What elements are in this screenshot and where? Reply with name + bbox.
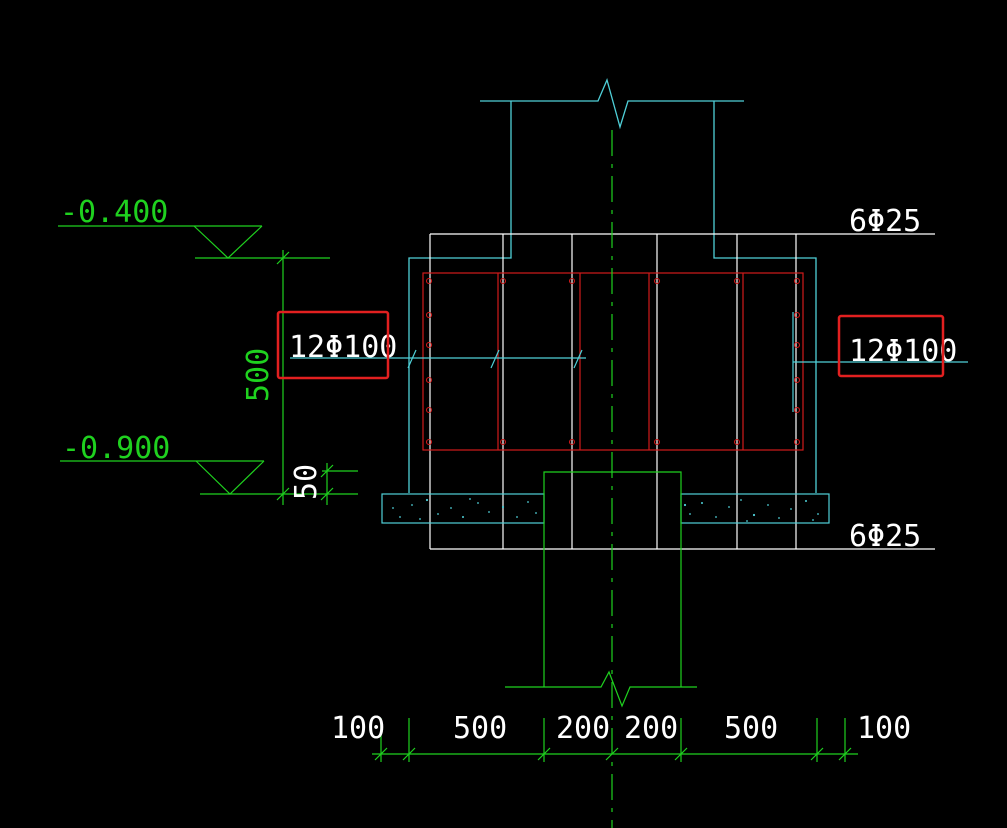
highlight-box-right	[837, 314, 945, 378]
elevation-label-bottom: -0.900	[62, 431, 170, 466]
dimension-label: 100	[331, 711, 385, 746]
concrete-pad	[381, 493, 830, 524]
dimension-label: 200	[556, 711, 610, 746]
dimension-label: 100	[857, 711, 911, 746]
horizontal-dimension-lines	[372, 718, 858, 762]
elevation-marker-bottom	[60, 460, 358, 495]
rebar-dots	[425, 277, 801, 446]
upper-break-line	[480, 78, 744, 130]
upper-column-right-edge	[713, 101, 817, 493]
elevation-marker-top	[58, 225, 330, 259]
lower-column	[505, 130, 697, 828]
elevation-label-top: -0.400	[60, 195, 168, 230]
horizontal-dimension-labels: 100 500 200 200 500 100	[331, 711, 911, 746]
left-stirrup-label: 12Φ100	[289, 330, 397, 365]
right-stirrup-label: 12Φ100	[849, 334, 957, 369]
right-stirrup-leader	[792, 312, 968, 412]
bottom-bars-label: 6Φ25	[849, 519, 921, 554]
stirrup-cage	[422, 272, 804, 451]
beam-outline	[429, 233, 935, 550]
dimension-label: 500	[453, 711, 507, 746]
dimension-label: 200	[624, 711, 678, 746]
left-stirrup-leader	[290, 349, 586, 369]
upper-column	[408, 78, 817, 493]
top-bars-label: 6Φ25	[849, 204, 921, 239]
dimension-label: 500	[724, 711, 778, 746]
upper-column-left-edge	[408, 101, 512, 493]
dimension-height: 500	[241, 348, 276, 402]
highlight-box-left	[276, 310, 390, 380]
pad-hatching	[392, 498, 819, 522]
dimension-cover: 50	[289, 464, 324, 500]
lower-break-line	[505, 670, 697, 708]
